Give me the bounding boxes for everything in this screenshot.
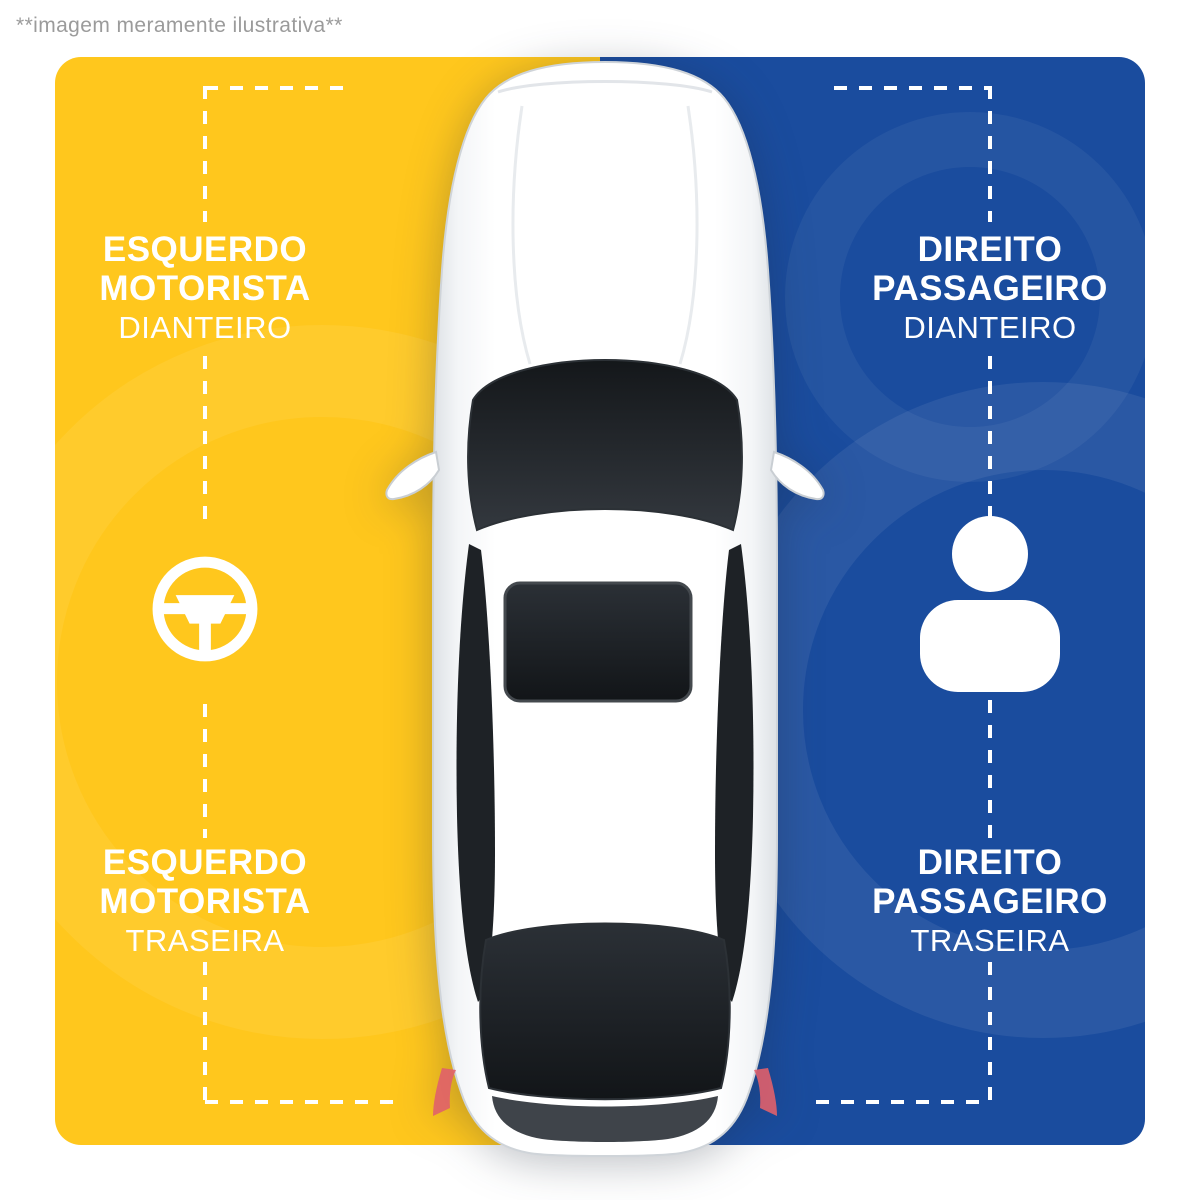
- taillight-left: [433, 1068, 456, 1116]
- side-window-left: [456, 544, 495, 1002]
- label-line: DIANTEIRO: [903, 310, 1077, 346]
- label-line: PASSAGEIRO: [872, 882, 1108, 922]
- label-front-right: DIREITO PASSAGEIRO DIANTEIRO: [810, 230, 1170, 349]
- label-line: DIANTEIRO: [118, 310, 292, 346]
- person-icon: [920, 516, 1060, 692]
- disclaimer-text: **imagem meramente ilustrativa**: [16, 14, 343, 37]
- label-line: DIREITO: [917, 843, 1063, 882]
- label-line: MOTORISTA: [99, 882, 311, 922]
- label-line: TRASEIRA: [910, 923, 1070, 959]
- label-line: ESQUERDO: [102, 843, 308, 882]
- label-rear-left: ESQUERDO MOTORISTA TRASEIRA: [25, 843, 385, 962]
- label-line: MOTORISTA: [99, 269, 311, 309]
- windshield-glass: [467, 358, 743, 532]
- label-line: PASSAGEIRO: [872, 269, 1108, 309]
- side-window-right: [715, 544, 754, 1002]
- label-line: DIREITO: [917, 230, 1063, 269]
- label-line: ESQUERDO: [102, 230, 308, 269]
- side-mirror-right: [769, 450, 825, 501]
- car-top-view-illustration: [385, 60, 825, 1157]
- sunroof-glass: [503, 581, 693, 703]
- label-line: TRASEIRA: [125, 923, 285, 959]
- label-front-left: ESQUERDO MOTORISTA DIANTEIRO: [25, 230, 385, 349]
- rear-window-glass: [479, 922, 731, 1101]
- taillight-right: [754, 1068, 777, 1116]
- side-mirror-left: [385, 450, 441, 501]
- label-rear-right: DIREITO PASSAGEIRO TRASEIRA: [810, 843, 1170, 962]
- rear-bumper: [492, 1096, 718, 1142]
- steering-wheel-icon: [152, 556, 258, 662]
